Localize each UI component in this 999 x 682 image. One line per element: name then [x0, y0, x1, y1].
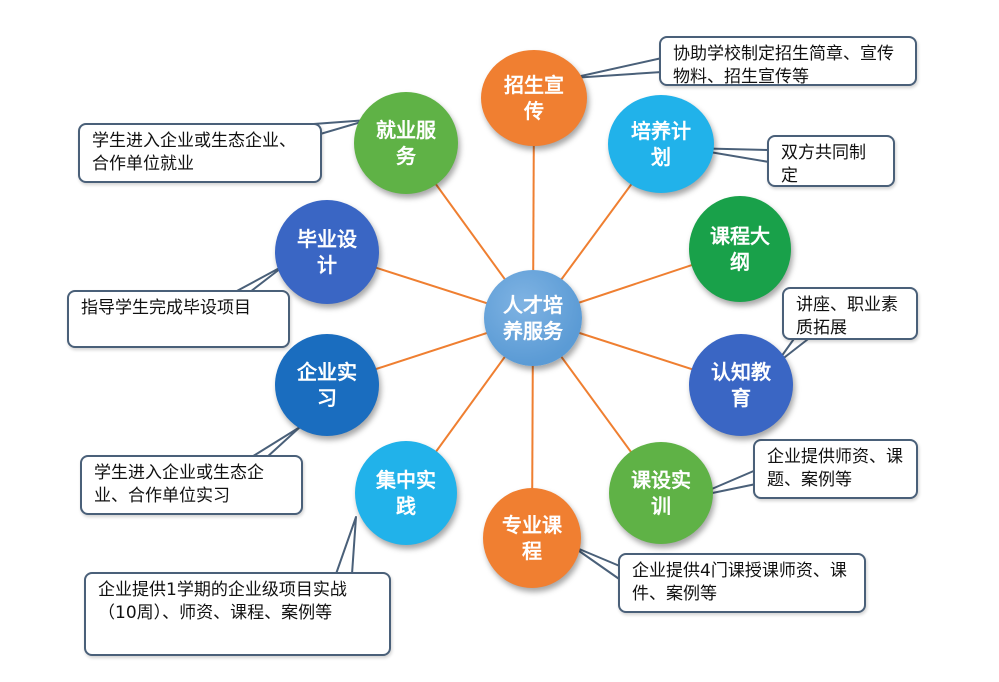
- node-label: 培养计划: [631, 119, 691, 169]
- node-label: 认知教育: [711, 360, 771, 410]
- callout-cognition: 讲座、职业素质拓展: [782, 287, 918, 340]
- center-node: 人才培养服务: [484, 270, 582, 366]
- node-training: 课设实训: [609, 442, 713, 544]
- node-recruit: 招生宣传: [481, 50, 587, 146]
- node-label: 课设实训: [631, 468, 691, 518]
- node-employment: 就业服务: [354, 92, 458, 194]
- node-label: 专业课程: [502, 513, 562, 563]
- callout-pointer-practice: [335, 516, 357, 575]
- node-syllabus: 课程大纲: [689, 196, 791, 302]
- node-course: 专业课程: [483, 488, 581, 588]
- node-label: 招生宣传: [504, 73, 564, 123]
- node-label: 毕业设计: [297, 227, 357, 277]
- callout-employment: 学生进入企业或生态企业、合作单位就业: [78, 123, 322, 183]
- node-plan: 培养计划: [608, 95, 714, 193]
- node-label: 企业实习: [297, 360, 357, 410]
- callout-course: 企业提供4门课授课师资、课件、案例等: [618, 553, 866, 613]
- node-label: 课程大纲: [710, 224, 770, 274]
- node-practice: 集中实践: [355, 441, 457, 545]
- node-label: 就业服务: [376, 118, 436, 168]
- callout-recruit: 协助学校制定招生简章、宣传物料、招生宣传等: [659, 36, 917, 87]
- callout-practice: 企业提供1学期的企业级项目实战（10周）、师资、课程、案例等: [84, 572, 391, 656]
- callout-plan: 双方共同制定: [767, 135, 895, 187]
- node-thesis: 毕业设计: [275, 200, 379, 304]
- node-label: 集中实践: [376, 468, 436, 518]
- callout-pointer-internship: [249, 426, 301, 459]
- callout-thesis: 指导学生完成毕设项目: [67, 290, 290, 348]
- node-cognition: 认知教育: [689, 334, 793, 436]
- node-internship: 企业实习: [275, 334, 379, 436]
- callout-training: 企业提供师资、课题、案例等: [753, 439, 918, 499]
- callout-pointer-recruit: [571, 57, 663, 79]
- center-label: 人才培养服务: [503, 293, 563, 343]
- callout-pointer-course: [571, 545, 623, 582]
- callout-internship: 学生进入企业或生态企业、合作单位实习: [80, 455, 303, 515]
